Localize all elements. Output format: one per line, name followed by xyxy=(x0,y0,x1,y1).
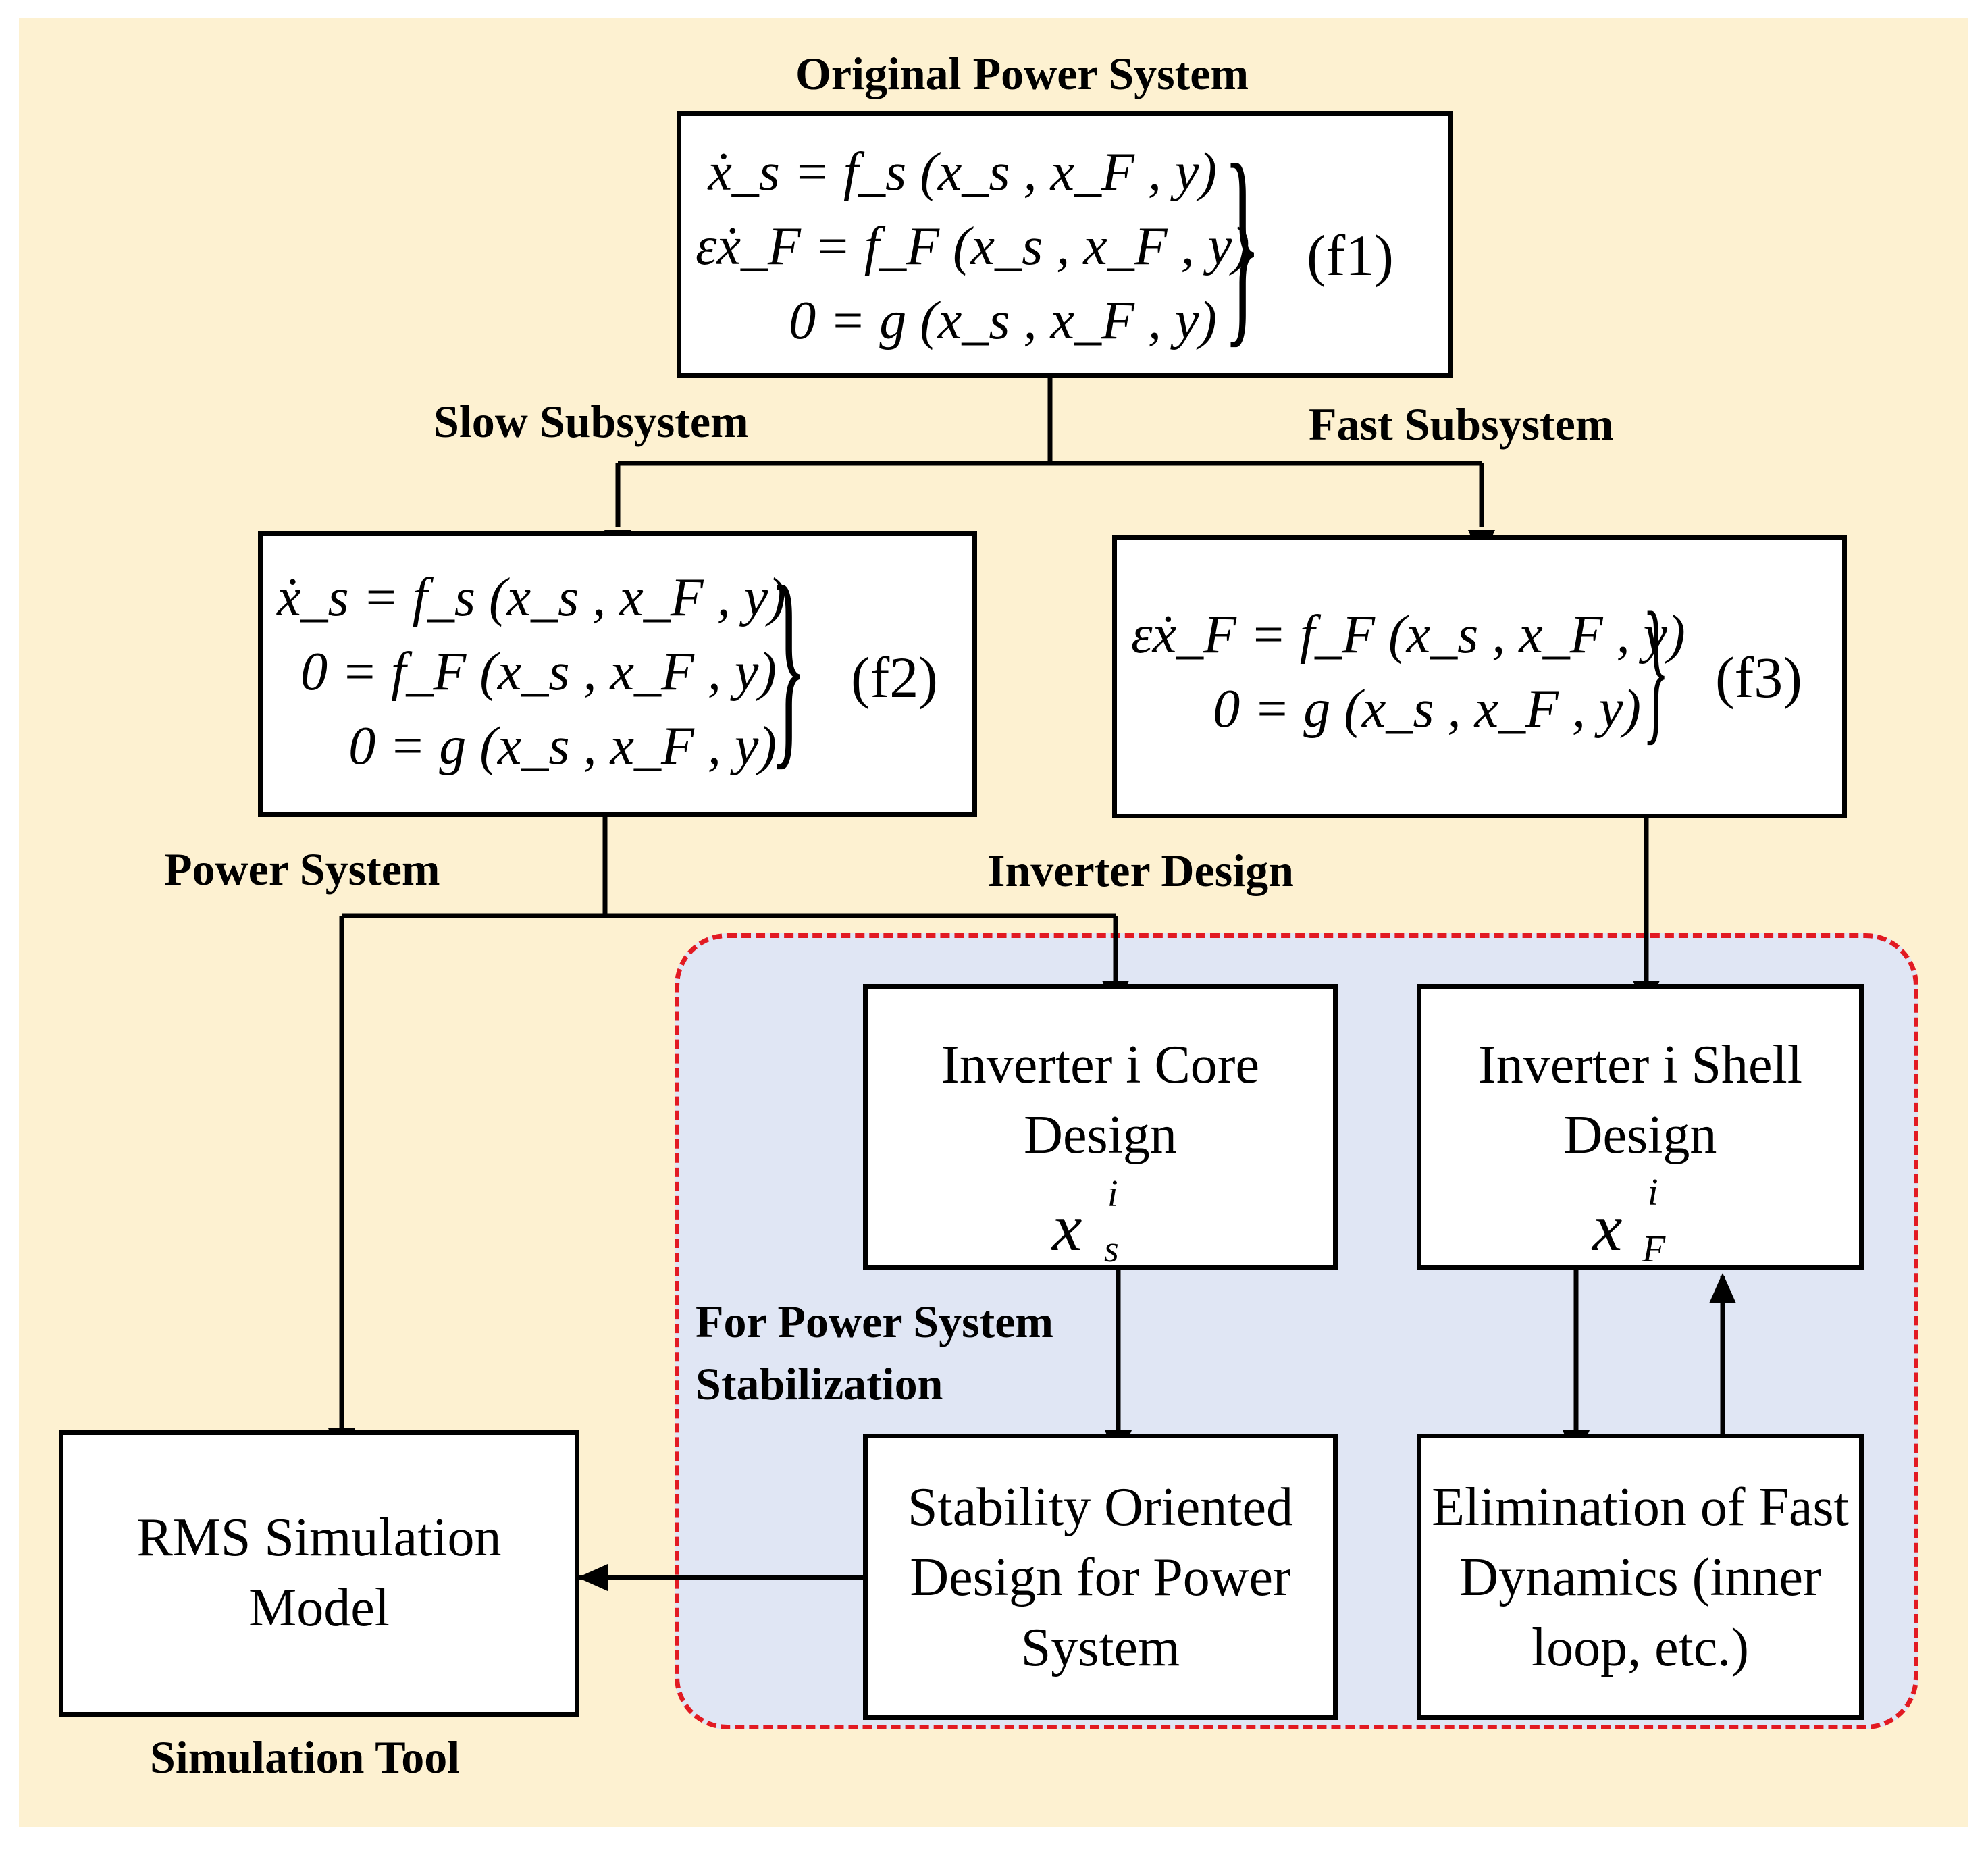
inverter-core-design-box xyxy=(863,984,1338,1270)
arrowhead xyxy=(577,1564,608,1591)
f3-brace: } xyxy=(1642,579,1670,758)
f3-equation-row-1: εẋ_F = f_F (x_s , x_F , y) xyxy=(1131,605,1685,665)
original-system-equation-box xyxy=(677,111,1453,378)
core-state-superscript: i xyxy=(1107,1173,1118,1215)
original-power-system-label: Original Power System xyxy=(795,48,1249,99)
f3-equation-row-2: 0 = g (x_s , x_F , y) xyxy=(1213,679,1641,739)
f2-brace: } xyxy=(770,542,808,788)
f1-equation-row-3: 0 = g (x_s , x_F , y) xyxy=(789,291,1217,350)
shell-design-subtitle: Design xyxy=(1563,1105,1717,1165)
elimination-fast-dynamics-box xyxy=(1417,1434,1864,1720)
slow-subsystem-equation-box xyxy=(258,531,977,817)
stability-design-text: Stability Oriented Design for Power Syst… xyxy=(907,1478,1293,1677)
f2-equation-row-1: ẋ_s = f_s (x_s , x_F , y) xyxy=(277,568,786,627)
shell-state-variable: x xyxy=(1592,1190,1623,1265)
arrowhead xyxy=(1709,1273,1736,1303)
f3-tag: (f3) xyxy=(1715,645,1802,710)
shell-state-subscript: F xyxy=(1642,1228,1666,1270)
stability-oriented-design-box xyxy=(863,1434,1338,1720)
simulation-tool-label: Simulation Tool xyxy=(150,1731,461,1783)
for-power-system-label: For Power System xyxy=(696,1296,1054,1347)
shell-design-title: Inverter i Shell xyxy=(1478,1035,1802,1095)
core-design-title: Inverter i Core xyxy=(941,1035,1259,1095)
f2-equation-row-3: 0 = g (x_s , x_F , y) xyxy=(348,717,777,776)
slow-subsystem-label: Slow Subsystem xyxy=(434,396,749,447)
f2-tag: (f2) xyxy=(851,645,938,710)
fast-subsystem-label: Fast Subsystem xyxy=(1309,398,1614,450)
f1-tag: (f1) xyxy=(1307,223,1394,288)
core-state-variable: x xyxy=(1052,1190,1082,1265)
stabilization-label: Stabilization xyxy=(696,1358,943,1409)
f1-equation-row-1: ẋ_s = f_s (x_s , x_F , y) xyxy=(708,142,1217,202)
elimination-text: Elimination of Fast Dynamics (inner loop… xyxy=(1432,1478,1849,1677)
core-state-subscript: s xyxy=(1104,1228,1119,1270)
fast-subsystem-equation-box xyxy=(1112,535,1847,818)
f1-equation-row-2: εẋ_F = f_F (x_s , x_F , y) xyxy=(696,217,1250,276)
f2-equation-row-2: 0 = f_F (x_s , x_F , y) xyxy=(300,642,777,702)
inverter-shell-design-box xyxy=(1417,984,1864,1270)
rms-model-text: RMS Simulation Model xyxy=(136,1508,502,1638)
shell-state-superscript: i xyxy=(1648,1172,1658,1214)
rms-simulation-model-box xyxy=(59,1430,579,1717)
inverter-design-label: Inverter Design xyxy=(987,845,1294,896)
core-design-subtitle: Design xyxy=(1024,1105,1177,1165)
power-system-label: Power System xyxy=(164,843,440,895)
f1-brace: } xyxy=(1224,120,1261,366)
